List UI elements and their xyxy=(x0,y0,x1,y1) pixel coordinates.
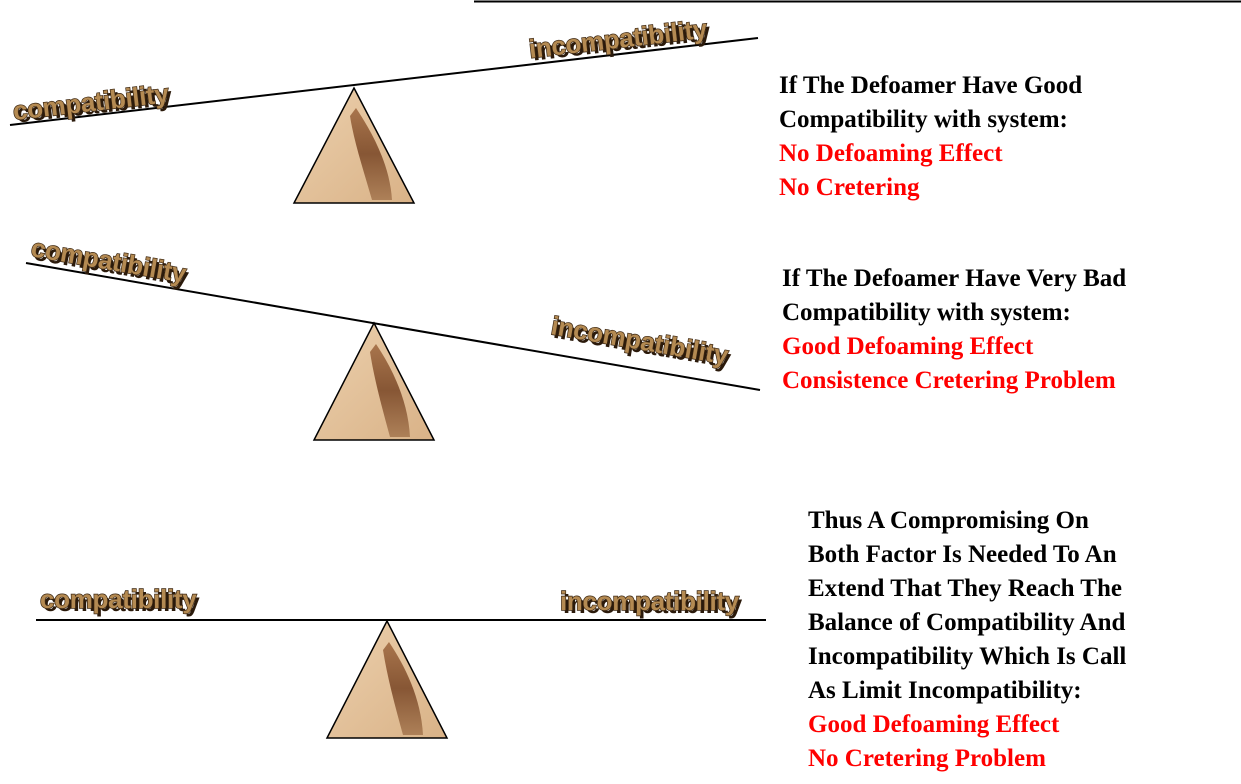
caption-bad-line-2: Compatibility with system: xyxy=(782,299,1071,326)
caption-balance-result-1: Good Defoaming Effect xyxy=(808,711,1060,738)
fulcrum-1-streak xyxy=(350,108,392,200)
caption-good-compatibility: If The Defoamer Have Good Compatibility … xyxy=(779,69,1082,205)
label-compatibility-3: compatibility xyxy=(40,584,197,614)
seesaw-3: compatibility compatibility incompatibil… xyxy=(36,583,766,739)
caption-good-line-2: Compatibility with system: xyxy=(779,106,1068,133)
caption-balance-line-6: As Limit Incompatibility: xyxy=(808,677,1082,704)
beam-1 xyxy=(9,37,759,126)
beam-2 xyxy=(25,262,761,391)
caption-balance-line-2: Both Factor Is Needed To An xyxy=(808,541,1117,568)
caption-good-result-2: No Cretering xyxy=(779,174,920,201)
label-incompatibility-2: incompatibility xyxy=(549,310,731,370)
label-incompatibility-3: incompatibility xyxy=(560,586,740,616)
label-compatibility-3-shadow: compatibility xyxy=(43,587,200,617)
caption-balance-line-1: Thus A Compromising On xyxy=(808,507,1089,534)
label-incompatibility-3-shadow: incompatibility xyxy=(563,589,743,619)
fulcrum-2-streak xyxy=(370,344,410,437)
label-compatibility-2: compatibility xyxy=(29,232,189,288)
seesaw-1: compatibility compatibility incompatibil… xyxy=(9,13,759,204)
caption-bad-result-2: Consistence Cretering Problem xyxy=(782,367,1116,394)
caption-balance-line-4: Balance of Compatibility And xyxy=(808,609,1126,636)
caption-good-result-1: No Defoaming Effect xyxy=(779,140,1003,167)
caption-balance-result-2: No Cretering Problem xyxy=(808,745,1046,772)
caption-bad-line-1: If The Defoamer Have Very Bad xyxy=(782,265,1127,292)
caption-bad-result-1: Good Defoaming Effect xyxy=(782,333,1034,360)
fulcrum-1 xyxy=(292,86,416,204)
caption-balance-line-5: Incompatibility Which Is Call xyxy=(808,643,1127,670)
seesaw-2: compatibility compatibility incompatibil… xyxy=(25,232,761,441)
caption-balance-line-3: Extend That They Reach The xyxy=(808,575,1122,602)
caption-balance: Thus A Compromising On Both Factor Is Ne… xyxy=(808,504,1126,776)
caption-bad-compatibility: If The Defoamer Have Very Bad Compatibil… xyxy=(782,262,1126,398)
caption-good-line-1: If The Defoamer Have Good xyxy=(779,72,1083,99)
fulcrum-3 xyxy=(325,619,449,739)
fulcrum-3-streak xyxy=(383,642,423,735)
fulcrum-2 xyxy=(312,321,436,441)
